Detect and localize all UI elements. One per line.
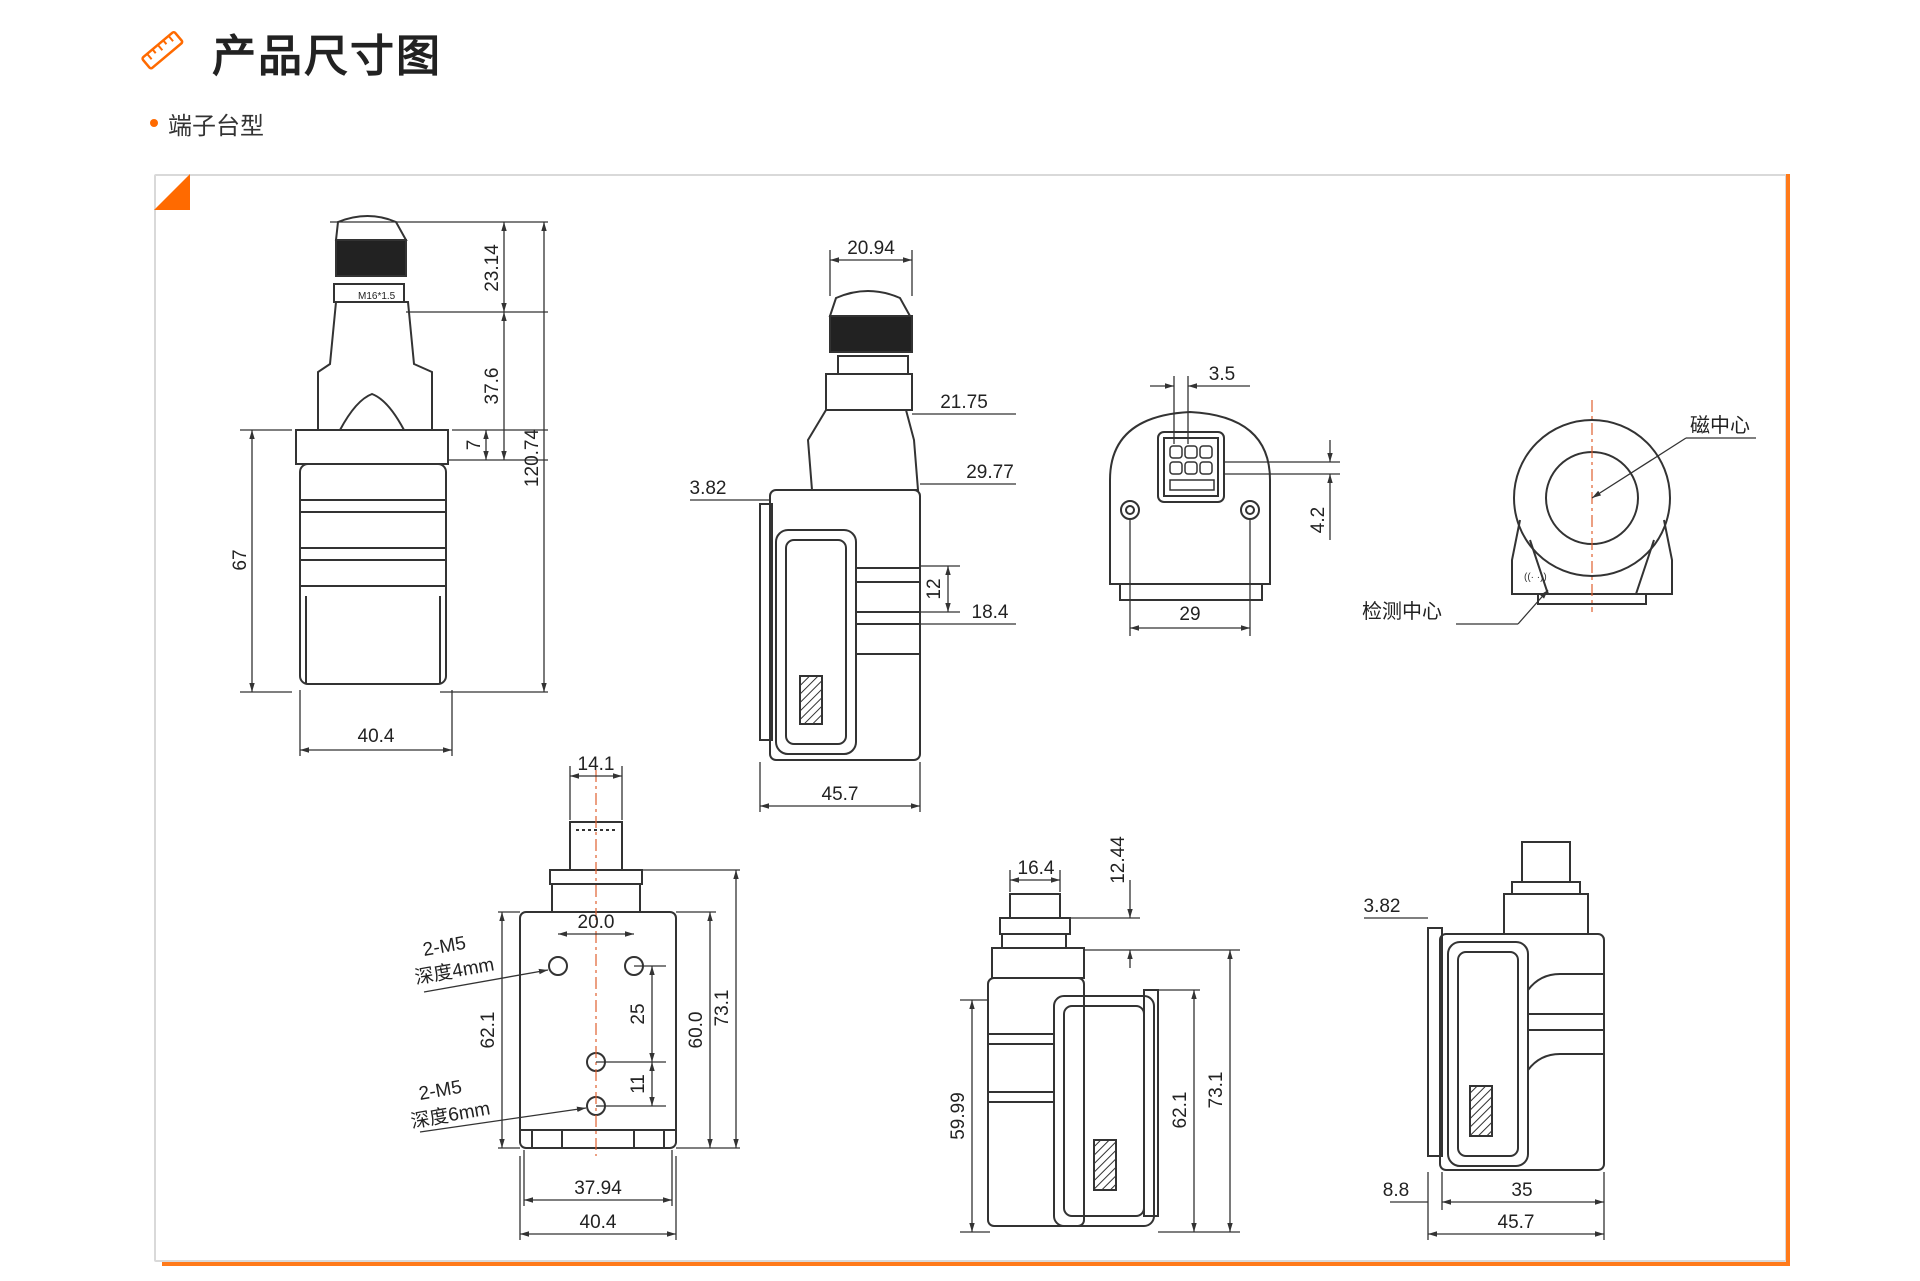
side2-dim-labels: 3.82 8.8 35 45.7 <box>1364 896 1535 1233</box>
dim-label: 20.0 <box>578 912 615 933</box>
page-header: 产品尺寸图 端子台型 <box>0 0 1920 160</box>
dim-label: 21.75 <box>940 392 988 413</box>
dim-label: 23.14 <box>482 244 503 292</box>
svg-text:((· ·)): ((· ·)) <box>1524 572 1547 583</box>
rear-dimensions <box>960 870 1240 1233</box>
dim-label: 62.1 <box>478 1012 499 1049</box>
dim-label: 45.7 <box>1498 1212 1535 1233</box>
dim-label: M16*1.5 <box>358 291 396 302</box>
dim-label: 29.77 <box>966 462 1014 483</box>
dim-label: 62.1 <box>1170 1092 1191 1129</box>
bullet-dot <box>150 119 158 127</box>
dim-label: 45.7 <box>822 784 859 805</box>
rear-view <box>987 893 1159 1227</box>
magnet-center-label: 磁中心 <box>1690 413 1750 437</box>
dim-label: 14.1 <box>578 754 615 775</box>
dim-label: 37.94 <box>574 1178 622 1199</box>
dim-label: 11 <box>628 1074 649 1094</box>
dim-label: 4.2 <box>1308 507 1329 533</box>
hole-label: 2-M5 <box>417 1077 463 1105</box>
side-view <box>759 290 921 761</box>
dim-label: 29 <box>1179 604 1200 625</box>
dim-label: 12 <box>924 578 945 599</box>
dim-label: 8.8 <box>1383 1180 1409 1201</box>
side-view-2 <box>1427 841 1605 1171</box>
dim-label: 35 <box>1511 1180 1532 1201</box>
detect-center-label: 检测中心 <box>1362 599 1442 623</box>
bottom-dim-labels: 14.1 20.0 25 11 62.1 60.0 73.1 37.94 40.… <box>409 754 733 1233</box>
side-dimensions <box>690 250 1016 812</box>
page-title: 产品尺寸图 <box>212 32 442 81</box>
dim-label: 59.99 <box>948 1092 969 1140</box>
rear-dim-labels: 16.4 12.44 59.99 62.1 73.1 <box>948 836 1227 1140</box>
front-dimensions <box>240 221 548 756</box>
frame-accent-bottom <box>162 1262 1790 1266</box>
dim-label: 73.1 <box>1206 1072 1227 1109</box>
frame-accent-right <box>1786 174 1790 1266</box>
dim-label: 18.4 <box>972 602 1009 623</box>
top-dim-labels: 3.5 4.2 29 <box>1179 364 1329 625</box>
bottom-dimensions <box>419 766 740 1240</box>
dim-label: 120.74 <box>522 429 543 488</box>
front-dim-labels: M16*1.5 23.14 37.6 7 120.74 67 40.4 <box>230 244 543 747</box>
sensor-leaders <box>1456 437 1756 625</box>
side2-dimensions <box>1364 917 1605 1240</box>
dim-label: 73.1 <box>712 990 733 1027</box>
dim-label: 37.6 <box>482 368 503 405</box>
dim-label: 12.44 <box>1108 836 1129 884</box>
dim-label: 40.4 <box>580 1212 617 1233</box>
dim-label: 67 <box>230 549 251 570</box>
dim-label: 25 <box>628 1003 649 1024</box>
dim-label: 3.5 <box>1209 364 1235 385</box>
dim-label: 7 <box>464 440 485 451</box>
dim-label: 20.94 <box>847 238 895 259</box>
dim-label: 40.4 <box>358 726 395 747</box>
dim-label: 3.82 <box>690 478 727 499</box>
top-dimensions <box>1129 376 1340 636</box>
top-view <box>1109 410 1271 601</box>
dim-label: 3.82 <box>1364 896 1401 917</box>
hole-label: 2-M5 <box>421 933 467 961</box>
dim-label: 16.4 <box>1018 858 1055 879</box>
section-subtitle: 端子台型 <box>168 113 264 140</box>
ruler-icon <box>141 30 184 70</box>
dim-label: 60.0 <box>686 1012 707 1049</box>
frame-corner-accent <box>154 174 190 210</box>
side-dim-labels: 20.94 21.75 29.77 3.82 12 18.4 45.7 <box>690 238 1014 805</box>
front-view <box>295 215 449 685</box>
